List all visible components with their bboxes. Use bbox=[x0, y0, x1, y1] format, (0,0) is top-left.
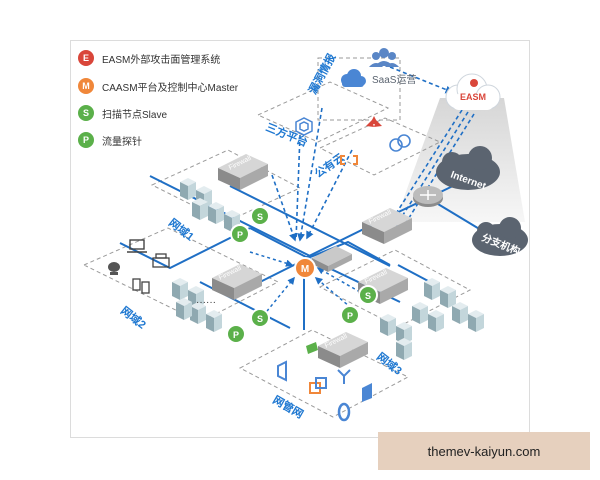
master-badge-icon: M bbox=[78, 78, 94, 94]
svg-text:S: S bbox=[257, 212, 263, 222]
public-cloud-label: 公有云 bbox=[312, 150, 347, 180]
svg-text:S: S bbox=[365, 291, 371, 301]
core-switch-icon bbox=[312, 246, 352, 272]
legend-item-caasm: M CAASM平台及控制中心Master bbox=[78, 77, 238, 95]
saas-cloud-icon bbox=[341, 69, 366, 87]
svg-text:S: S bbox=[257, 314, 263, 324]
aliyun-icon bbox=[340, 155, 358, 165]
slave-node-domain1: S bbox=[250, 206, 270, 226]
watermark-banner: themev-kaiyun.com bbox=[378, 432, 590, 470]
camera-icon bbox=[108, 262, 120, 275]
probe-node-domain2: P bbox=[226, 324, 246, 344]
slave-node-domain2: S bbox=[250, 308, 270, 328]
dmz-label: 网管网 bbox=[271, 392, 307, 421]
phone-device-icon bbox=[132, 278, 150, 294]
dmz-app-icon-5 bbox=[337, 402, 351, 422]
vuln-intel-label: 漏洞情报 bbox=[305, 50, 338, 96]
probe-node-domain1: P bbox=[230, 224, 250, 244]
internet-cloud-icon bbox=[436, 146, 500, 190]
saas-label: SaaS运营 bbox=[372, 73, 416, 86]
legend-label: 扫描节点Slave bbox=[102, 109, 168, 121]
easm-cloud-label: EASM bbox=[460, 92, 486, 102]
huawei-cloud-icon bbox=[366, 116, 382, 127]
easm-cloud-icon bbox=[445, 73, 501, 110]
domain2-label: 网域2 bbox=[118, 303, 149, 331]
cloud-service-icon bbox=[389, 134, 411, 152]
printer-icon bbox=[152, 253, 170, 268]
laptop-icon bbox=[127, 239, 147, 253]
dmz-app-icon-3 bbox=[337, 369, 351, 384]
probe-badge-icon: P bbox=[78, 132, 94, 148]
server-cluster-domain3 bbox=[380, 302, 444, 360]
svg-text:P: P bbox=[233, 330, 239, 340]
router-icon bbox=[413, 186, 443, 207]
legend-item-slave: S 扫描节点Slave bbox=[78, 104, 167, 122]
slave-node-right: S bbox=[358, 285, 378, 305]
dmz-app-icon-2 bbox=[309, 377, 327, 394]
saas-people-icon bbox=[369, 48, 399, 67]
dmz-app-icon-1 bbox=[277, 360, 287, 382]
branch-cloud-icon bbox=[472, 217, 528, 256]
zone-boundaries bbox=[82, 57, 472, 418]
dmz-doc-icon bbox=[306, 342, 318, 354]
svg-text:M: M bbox=[301, 264, 309, 275]
probe-node-right: P bbox=[340, 305, 360, 325]
master-node-badge: M bbox=[294, 257, 316, 279]
svg-text:P: P bbox=[347, 311, 353, 321]
legend-label: CAASM平台及控制中心Master bbox=[102, 82, 239, 94]
domain1-label: 网域1 bbox=[166, 215, 197, 243]
slave-badge-icon: S bbox=[78, 105, 94, 121]
watermark-text: themev-kaiyun.com bbox=[427, 443, 541, 459]
legend-label: EASM外部攻击面管理系统 bbox=[102, 54, 221, 66]
svg-text:P: P bbox=[237, 230, 243, 240]
dmz-app-icon-4 bbox=[362, 383, 372, 402]
easm-badge-icon: E bbox=[78, 50, 94, 66]
third-party-icon bbox=[295, 117, 313, 136]
ellipsis-text: ······ bbox=[196, 297, 216, 308]
legend-item-probe: P 流量探针 bbox=[78, 131, 142, 149]
legend-label: 流量探针 bbox=[102, 136, 142, 148]
legend-item-easm: E EASM外部攻击面管理系统 bbox=[78, 49, 220, 67]
